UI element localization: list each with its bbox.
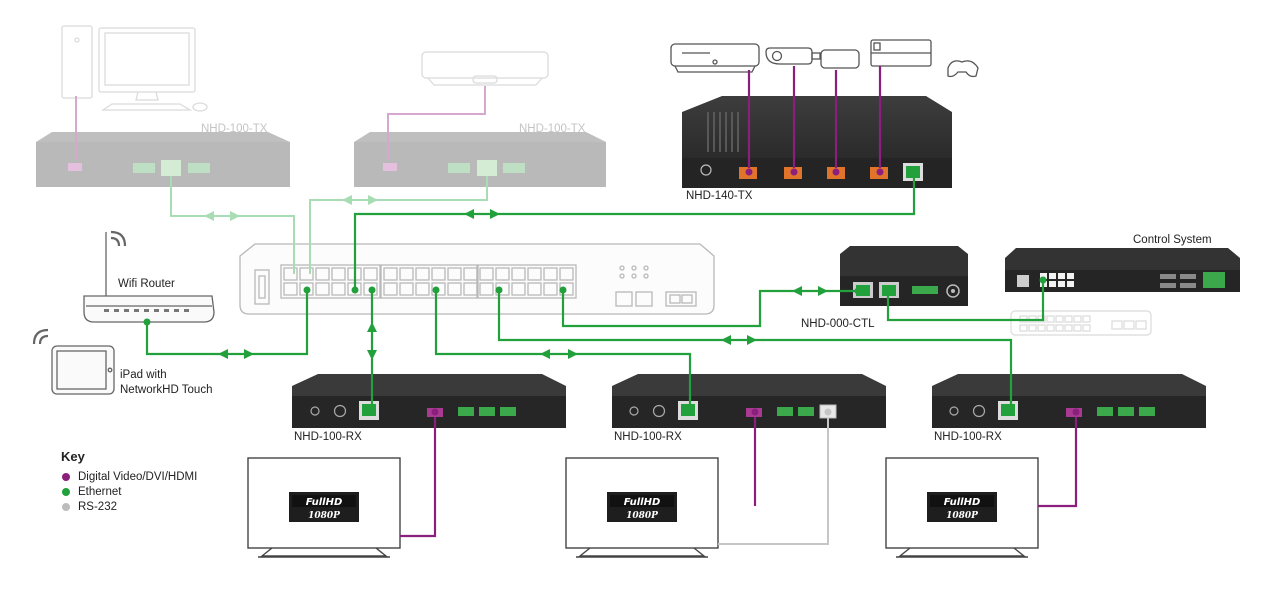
controller-label: NHD-000-CTL — [801, 318, 875, 330]
rs232-dot-icon — [62, 503, 70, 511]
video-dot-icon — [62, 473, 70, 481]
fullhd-resolution-text: 1080P — [308, 511, 340, 521]
fullhd-brand-text: FullHD — [306, 497, 343, 508]
pc-source — [61, 25, 208, 112]
fullhd-brand-text: FullHD — [624, 497, 661, 508]
ethernet-port-dots — [143, 170, 1047, 414]
key-item-ethernet: Ethernet — [62, 486, 121, 498]
key-item-label: RS-232 — [78, 501, 117, 513]
network-switch — [239, 243, 715, 315]
rx-unit-3 — [932, 374, 1206, 428]
source-devices-top — [670, 39, 979, 78]
ipad-label-line1: iPad with — [120, 369, 167, 381]
rs232-links — [718, 418, 829, 545]
faded-tx-unit-middle — [354, 132, 606, 187]
video-port-dots — [431, 168, 1080, 416]
fullhd-badge-3: FullHD 1080P — [927, 492, 997, 522]
nhd-000-ctl-unit — [840, 246, 968, 306]
key-title: Key — [61, 449, 85, 464]
fullhd-badge-1: FullHD 1080P — [289, 492, 359, 522]
rx-3-label: NHD-100-RX — [934, 431, 1002, 443]
key-item-video: Digital Video/DVI/HDMI — [62, 471, 197, 483]
tx-top-left-label: NHD-100-TX — [201, 123, 268, 135]
key-item-label: Ethernet — [78, 486, 122, 498]
faded-video-links — [75, 86, 486, 160]
faded-tx-unit-left — [36, 132, 290, 187]
ipad-label-line2: NetworkHD Touch — [120, 384, 213, 396]
control-system-label: Control System — [1133, 234, 1212, 246]
faded-switch-rear — [1010, 310, 1152, 336]
wifi-router — [83, 230, 215, 323]
key-item-label: Digital Video/DVI/HDMI — [78, 471, 198, 483]
tx-main-label: NHD-140-TX — [686, 190, 753, 202]
fullhd-badge-2: FullHD 1080P — [607, 492, 677, 522]
wifi-router-label: Wifi Router — [118, 278, 175, 290]
ethernet-dot-icon — [62, 488, 70, 496]
rs232-port-dots — [824, 408, 832, 416]
ethernet-arrows — [218, 209, 828, 360]
tx-top-middle-label: NHD-100-TX — [519, 123, 586, 135]
faded-ethernet-arrows — [204, 195, 378, 221]
key-item-rs232: RS-232 — [62, 501, 117, 513]
fullhd-brand-text: FullHD — [944, 497, 981, 508]
ipad-device — [32, 328, 115, 395]
video-links — [400, 66, 1078, 538]
settop-box-source — [421, 51, 549, 86]
rx-unit-1 — [292, 374, 566, 428]
fullhd-resolution-text: 1080P — [946, 511, 978, 521]
control-system-unit — [1005, 248, 1240, 292]
rx-1-label: NHD-100-RX — [294, 431, 362, 443]
rx-unit-2 — [612, 374, 886, 428]
rx-2-label: NHD-100-RX — [614, 431, 682, 443]
fullhd-resolution-text: 1080P — [626, 511, 658, 521]
